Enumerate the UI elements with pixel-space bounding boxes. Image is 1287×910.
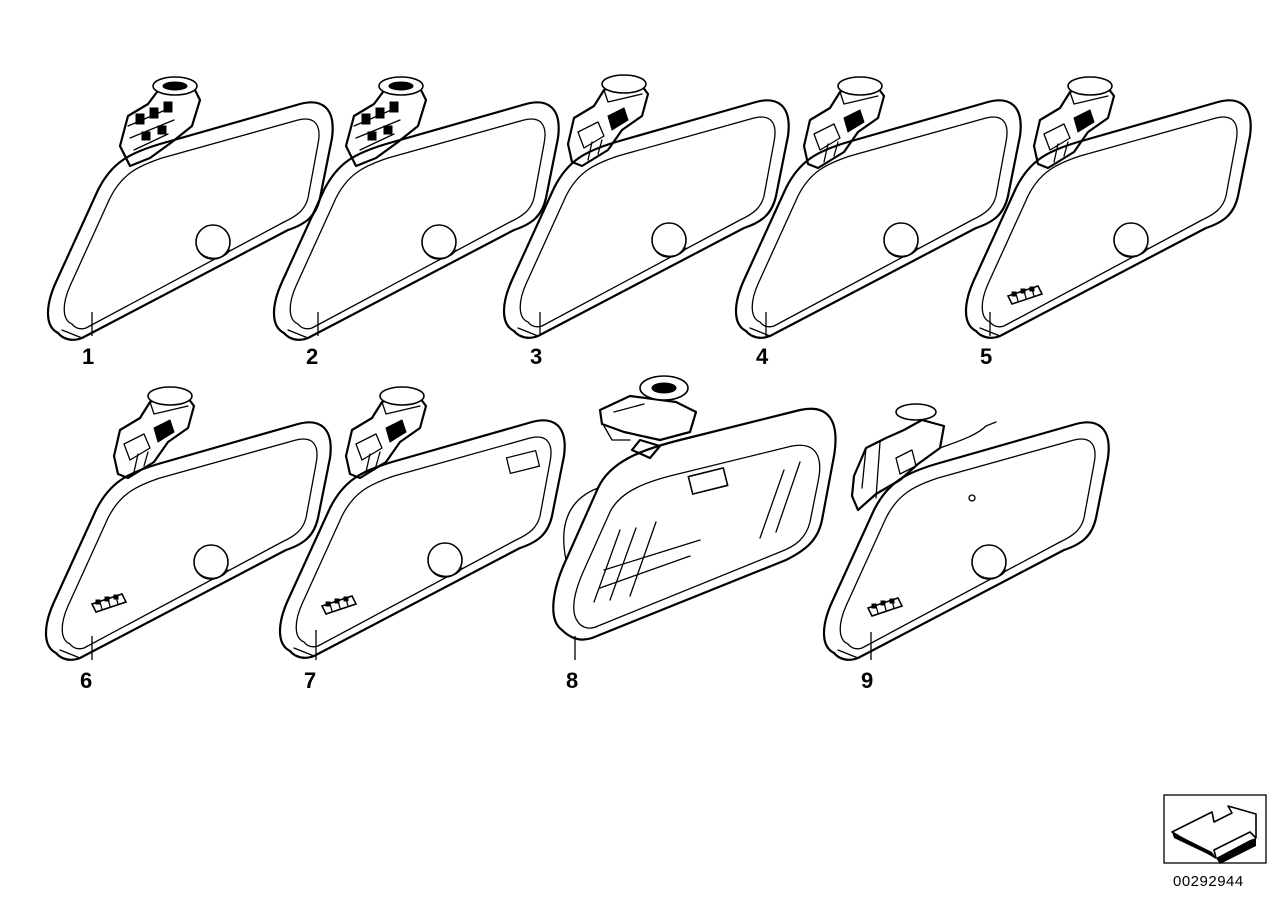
document-number: 00292944 (1173, 873, 1244, 890)
mirror-item-7 (278, 385, 566, 659)
callout-1: 1 (82, 344, 94, 369)
mirror-item-5 (964, 75, 1252, 339)
callout-6: 6 (80, 668, 92, 693)
mirror-item-1 (46, 75, 334, 341)
callout-9: 9 (861, 668, 873, 693)
mirror-item-4 (734, 75, 1022, 339)
mirror-item-2 (272, 75, 560, 341)
mirror-item-8 (552, 375, 837, 641)
callout-4: 4 (756, 344, 769, 369)
callout-3: 3 (530, 344, 542, 369)
callout-5: 5 (980, 344, 992, 369)
callout-labels: 1 2 3 4 5 6 7 8 9 (80, 344, 992, 693)
mirror-item-3 (502, 73, 790, 339)
mirror-item-6 (44, 385, 332, 661)
callout-2: 2 (306, 344, 318, 369)
arrow-symbol-icon (1163, 794, 1267, 864)
leader-lines (91, 312, 991, 660)
callout-8: 8 (566, 668, 578, 693)
callout-7: 7 (304, 668, 316, 693)
mirror-item-9 (822, 403, 1110, 661)
